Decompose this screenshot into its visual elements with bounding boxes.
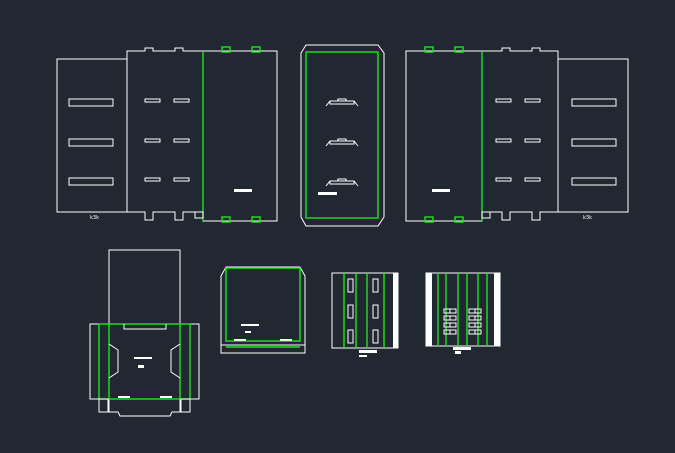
cross-marker-b bbox=[138, 365, 144, 368]
left-dieline-group: k3k bbox=[56, 46, 278, 223]
right-flap-slots bbox=[571, 98, 617, 186]
insert-a-outline bbox=[331, 272, 399, 349]
center-marker bbox=[318, 192, 337, 195]
insert-b-marker-b bbox=[455, 351, 461, 354]
center-clips bbox=[325, 98, 359, 187]
right-main-marker bbox=[432, 189, 450, 192]
cross-top-flap bbox=[108, 249, 181, 325]
insert-b-slot-grid bbox=[443, 308, 482, 335]
left-middle-slots bbox=[144, 98, 190, 182]
cross-marker-a bbox=[134, 357, 152, 359]
right-flap-panel bbox=[557, 58, 629, 213]
right-main-tabs bbox=[424, 46, 491, 223]
tray-marker-d bbox=[280, 339, 292, 341]
insert-a-marker-b bbox=[359, 355, 367, 357]
insert-a-slots bbox=[347, 278, 379, 344]
insert-a-edge-band bbox=[393, 273, 398, 348]
tray-view bbox=[220, 266, 306, 354]
right-dieline-group: k3k bbox=[405, 46, 629, 223]
center-fold-rect bbox=[305, 51, 379, 219]
cross-body-outline bbox=[89, 323, 200, 417]
cross-marker-c bbox=[118, 396, 130, 398]
left-flap-panel bbox=[56, 58, 128, 213]
right-main-panel bbox=[405, 50, 483, 222]
tray-marker-b bbox=[245, 331, 251, 333]
left-flap-tag: k3k bbox=[90, 215, 99, 221]
insert-panel-a bbox=[331, 272, 399, 357]
tray-marker-c bbox=[234, 339, 246, 341]
insert-b-edge-band-right bbox=[494, 273, 500, 346]
left-main-tabs bbox=[194, 46, 261, 223]
cross-fold-rect bbox=[98, 323, 191, 400]
insert-b-marker-a bbox=[453, 347, 471, 350]
insert-a-fold-lines bbox=[343, 273, 385, 348]
right-flap-tag: k3k bbox=[583, 215, 592, 221]
tray-outline bbox=[220, 266, 306, 346]
tray-marker-a bbox=[241, 324, 259, 326]
tray-base-strip bbox=[220, 344, 306, 354]
cross-inner-cutout bbox=[108, 324, 181, 379]
tray-fold-rect bbox=[225, 267, 301, 342]
right-middle-slots bbox=[495, 98, 541, 182]
right-middle-panel bbox=[482, 47, 559, 221]
cross-box-dieline bbox=[89, 249, 200, 417]
center-panel-outline bbox=[300, 44, 385, 227]
insert-b-edge-band-left bbox=[426, 273, 432, 346]
center-dieline-group bbox=[300, 44, 385, 227]
left-main-marker bbox=[234, 189, 252, 192]
insert-a-marker-a bbox=[359, 350, 377, 353]
left-middle-panel bbox=[126, 47, 204, 221]
cross-corner-tab-left bbox=[98, 398, 109, 413]
insert-panel-b bbox=[425, 272, 501, 354]
left-flap-slots bbox=[68, 98, 114, 186]
cross-corner-tab-right bbox=[180, 398, 191, 413]
left-main-panel bbox=[202, 50, 278, 222]
insert-b-outline bbox=[425, 272, 501, 347]
cross-marker-d bbox=[160, 396, 172, 398]
